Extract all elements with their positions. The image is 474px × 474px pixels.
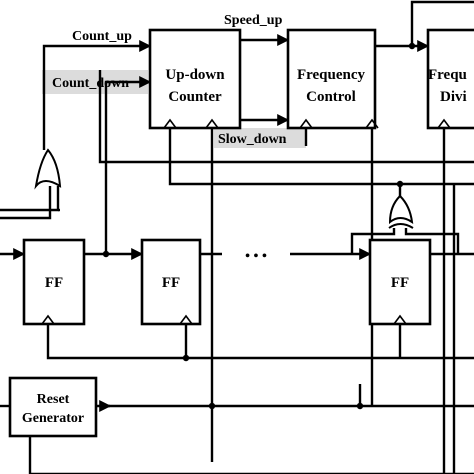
flip-flop-1: FF xyxy=(22,238,86,326)
slow-down-label: Slow_down xyxy=(218,132,287,147)
ffn-label: FF xyxy=(391,275,409,291)
or-gate-icon xyxy=(34,148,62,190)
ff2-label: FF xyxy=(162,275,180,291)
up-down-counter-block: Up-down Counter xyxy=(148,28,242,130)
freq-control-label-line2: Control xyxy=(306,89,356,105)
freq-divider-label-line1: Frequ xyxy=(428,67,467,83)
freq-divider-label-line2: Divi xyxy=(440,89,467,105)
reset-label-line2: Generator xyxy=(22,411,84,426)
frequency-divider-block: Frequ Divi xyxy=(426,28,474,130)
ff1-label: FF xyxy=(45,275,63,291)
xor-gate-icon xyxy=(388,194,414,229)
clock-inputs xyxy=(41,118,451,325)
flip-flop-2: FF xyxy=(140,238,202,326)
counter-label-line2: Counter xyxy=(168,89,222,105)
ellipsis: • • • xyxy=(245,249,267,264)
frequency-control-block: Frequency Control xyxy=(286,28,377,130)
flip-flop-n: FF xyxy=(368,238,432,326)
reset-label-line1: Reset xyxy=(37,392,70,407)
junction-dots xyxy=(102,42,416,410)
reset-generator-block: Reset Generator xyxy=(8,376,98,438)
count-up-label: Count_up xyxy=(72,29,132,44)
slow-down-highlight xyxy=(214,128,306,148)
freq-control-label-line1: Frequency xyxy=(297,67,366,83)
count-down-label: Count_down xyxy=(52,76,129,91)
speed-up-label: Speed_up xyxy=(224,13,283,28)
counter-label-line1: Up-down xyxy=(165,67,225,83)
